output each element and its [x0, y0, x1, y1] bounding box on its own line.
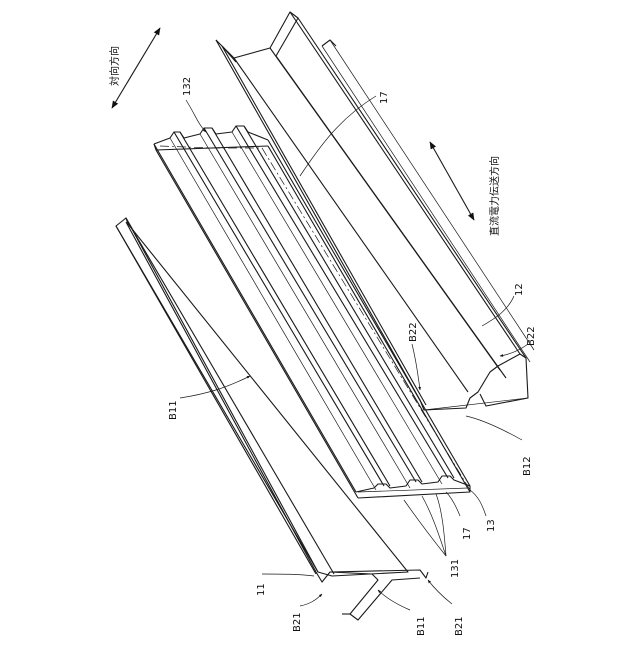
- label-17-top: 17: [379, 91, 390, 104]
- leader-11: [262, 574, 314, 576]
- label-b21-right: B21: [454, 616, 465, 636]
- label-131: 131: [450, 559, 461, 578]
- leader-131-a: [404, 500, 446, 556]
- label-13: 13: [486, 519, 497, 532]
- leader-b21-left: [300, 594, 322, 606]
- channel-member-12: [216, 12, 534, 410]
- centerline-17: [160, 146, 470, 490]
- transmission-direction-label: 直流電力伝送方向: [488, 156, 501, 236]
- label-b12: B12: [522, 456, 533, 476]
- leader-132: [186, 100, 206, 132]
- label-12: 12: [514, 283, 525, 296]
- label-17-bottom: 17: [462, 527, 473, 540]
- label-b11-top: B11: [168, 400, 179, 420]
- label-b22-right: B22: [526, 326, 537, 346]
- leader-13: [470, 490, 486, 516]
- leader-b11-bottom: [378, 590, 410, 610]
- label-b21-left: B21: [292, 612, 303, 632]
- leader-17-top: [300, 96, 376, 176]
- leader-17-bottom: [446, 492, 460, 516]
- channel-member-11: [116, 218, 428, 620]
- leader-b21-right: [428, 580, 452, 604]
- leader-131-c: [436, 494, 446, 556]
- label-132: 132: [182, 77, 193, 96]
- leader-b12: [466, 416, 522, 440]
- facing-direction-label: 対向方向: [108, 46, 121, 86]
- leader-131-b: [422, 496, 446, 556]
- transmission-direction-arrow: [430, 142, 474, 220]
- label-11: 11: [256, 583, 267, 596]
- label-b22-mid: B22: [408, 322, 419, 342]
- ribbed-plate-13: [154, 126, 470, 498]
- label-b11-bottom: B11: [416, 616, 427, 636]
